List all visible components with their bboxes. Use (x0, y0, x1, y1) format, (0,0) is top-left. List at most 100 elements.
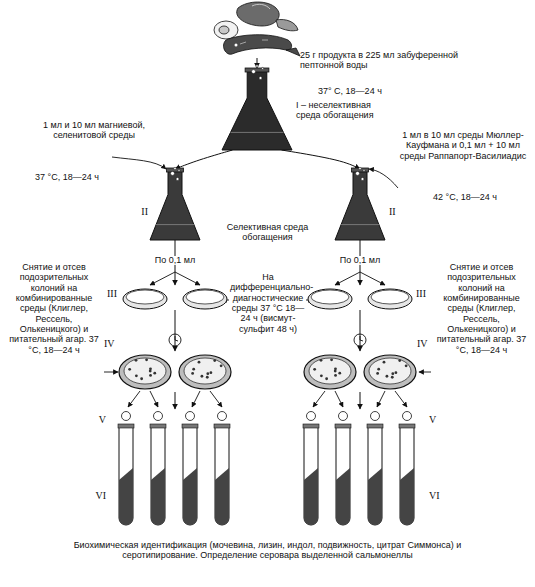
petri-dish (364, 355, 416, 389)
agar-slant (368, 468, 382, 525)
petri-dish (179, 355, 231, 389)
bubble (256, 65, 258, 67)
flask-outline (150, 170, 200, 240)
tube-rim (399, 424, 415, 428)
colony (149, 367, 152, 370)
bubble (174, 167, 176, 169)
tube-rim (367, 424, 383, 428)
volume-label: По 0,1 мл (153, 256, 197, 266)
flow-arrow (360, 392, 361, 409)
colony (398, 359, 401, 362)
colony-pick (122, 412, 131, 421)
colony (394, 371, 397, 374)
colony-pick (307, 412, 316, 421)
branch-lines (104, 272, 431, 407)
node-shape (110, 410, 240, 528)
stage-number: V (92, 414, 106, 426)
clock-icon (169, 334, 366, 346)
agar-slant (304, 468, 318, 525)
test-tube (183, 426, 197, 525)
plate-group: IV (301, 352, 419, 392)
leader-arrow (257, 58, 258, 68)
colony (149, 374, 152, 377)
bubble (361, 178, 364, 181)
stage-number: III (416, 288, 430, 300)
test-tube (336, 426, 350, 525)
petri-dish-lid (126, 290, 164, 304)
note: 25 г продукта в 225 мл забуференной пепт… (300, 50, 470, 71)
colony (405, 364, 408, 367)
leader-arrow (112, 157, 166, 169)
flask-nonselective: I – неселективная среда обогащения (222, 70, 292, 150)
stage-number: II (134, 206, 148, 218)
test-tube (215, 426, 229, 525)
petri-dish-lid (311, 290, 349, 304)
node-shape (116, 352, 234, 392)
condition-note: 37 °С, 18—24 ч (22, 172, 112, 182)
bubble (363, 170, 365, 172)
petri-dish-lid (371, 290, 409, 304)
petri-dish (123, 289, 167, 309)
plate-group: IV (116, 352, 234, 392)
liquid-line (341, 224, 379, 225)
node-shape (222, 70, 292, 150)
node-shape (303, 286, 417, 310)
colony (383, 361, 386, 364)
stage-number: III (104, 288, 117, 300)
plate-group: III (303, 286, 417, 310)
note: Снятие и отсев подозрительных колоний на… (4, 262, 104, 355)
note: Снятие и отсев подозрительных колоний на… (432, 262, 531, 355)
bubble (178, 170, 180, 172)
bubble (262, 67, 264, 69)
condition-note: 42 °С, 18—24 ч (410, 192, 520, 202)
tube-group: VVI (110, 410, 240, 528)
test-tube (304, 426, 318, 525)
colony (206, 376, 209, 379)
petri-dish (368, 289, 412, 309)
colony (391, 376, 394, 379)
colony (313, 368, 316, 371)
colony (325, 377, 328, 380)
colony (135, 374, 138, 377)
flask-outline (335, 170, 385, 240)
flow-arrow (360, 310, 361, 351)
flask-rim (352, 168, 369, 172)
agar-slant (336, 468, 350, 525)
petri-dish (183, 289, 227, 309)
tube-rim (214, 424, 230, 428)
flask-outline (222, 70, 292, 150)
flow-arrow (282, 150, 361, 169)
colony-pick (186, 412, 195, 421)
colony (334, 374, 337, 377)
stage-number: VI (88, 490, 106, 502)
agar-surface (309, 358, 351, 384)
flask-rim (167, 168, 184, 172)
colony-pick (218, 412, 227, 421)
colony (220, 364, 223, 367)
colony (377, 368, 380, 371)
node-shape (295, 410, 425, 528)
tube-rim (182, 424, 198, 428)
bubble (252, 70, 256, 74)
flask-selective: II (335, 170, 385, 240)
colony (145, 358, 148, 361)
note: На дифференциально-диагностические среды… (230, 272, 306, 334)
test-tube (119, 426, 133, 525)
colony-pick (339, 412, 348, 421)
stage-number: IV (104, 338, 118, 350)
colony (135, 359, 138, 362)
petri-dish (304, 355, 356, 389)
agar-surface (369, 358, 411, 384)
flow-arrow (175, 310, 176, 351)
colony (198, 361, 201, 364)
tube-rim (150, 424, 166, 428)
bubble (356, 171, 360, 175)
node-shape (118, 286, 232, 310)
agar-slant (215, 468, 229, 525)
stage-number: II (389, 206, 403, 218)
tube-rim (335, 424, 351, 428)
liquid-line (230, 132, 283, 133)
flask-selective: II (150, 170, 200, 240)
colony (320, 374, 323, 377)
